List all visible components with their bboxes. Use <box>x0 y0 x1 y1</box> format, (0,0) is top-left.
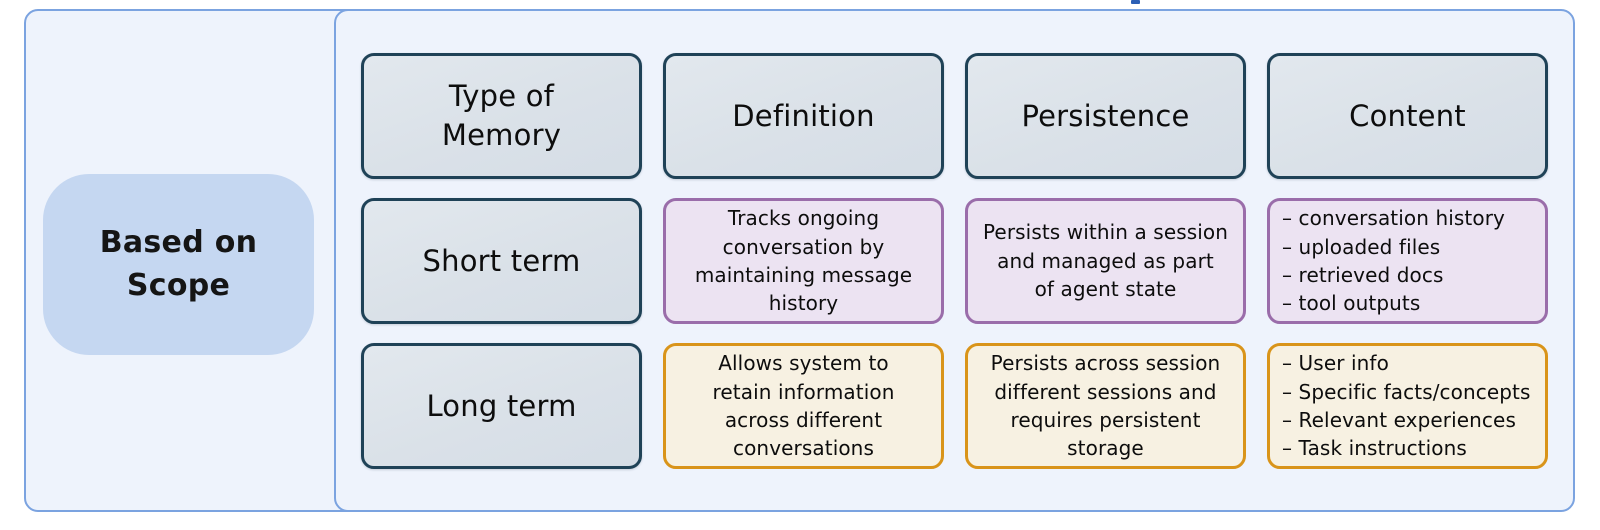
cell-text: Allows system to retain information acro… <box>712 351 895 461</box>
scope-grouping-node: Based on Scope <box>43 174 314 355</box>
header-cell-persistence: Persistence <box>965 53 1246 179</box>
outer-frame: Based on Scope Type of Memory Definition… <box>24 8 1575 512</box>
header-label: Persistence <box>1021 98 1190 133</box>
header-label: Definition <box>732 98 875 133</box>
header-cell-type-of-memory: Type of Memory <box>361 53 642 179</box>
header-label: Type of Memory <box>441 79 562 152</box>
cell-text: – conversation history – uploaded files … <box>1282 206 1505 316</box>
cell-text: Persists within a session and managed as… <box>982 220 1229 302</box>
cell-text: Tracks ongoing conversation by maintaini… <box>694 206 913 316</box>
row-label: Long term <box>426 388 577 423</box>
long-term-definition-cell: Allows system to retain information acro… <box>663 343 944 469</box>
long-term-persistence-cell: Persists across session different sessio… <box>965 343 1246 469</box>
short-term-definition-cell: Tracks ongoing conversation by maintaini… <box>663 198 944 324</box>
short-term-persistence-cell: Persists within a session and managed as… <box>965 198 1246 324</box>
row-label: Short term <box>422 243 581 278</box>
short-term-content-cell: – conversation history – uploaded files … <box>1267 198 1548 324</box>
top-cutoff-artifact <box>1131 0 1140 4</box>
cell-text: Persists across session different sessio… <box>990 351 1221 461</box>
row-label-short-term: Short term <box>361 198 642 324</box>
header-cell-content: Content <box>1267 53 1548 179</box>
header-label: Content <box>1349 98 1466 133</box>
memory-comparison-grid: Type of Memory Definition Persistence Co… <box>361 53 1549 481</box>
cell-text: – User info – Specific facts/concepts – … <box>1282 351 1531 461</box>
scope-label: Based on Scope <box>99 224 258 303</box>
long-term-content-cell: – User info – Specific facts/concepts – … <box>1267 343 1548 469</box>
header-cell-definition: Definition <box>663 53 944 179</box>
row-label-long-term: Long term <box>361 343 642 469</box>
